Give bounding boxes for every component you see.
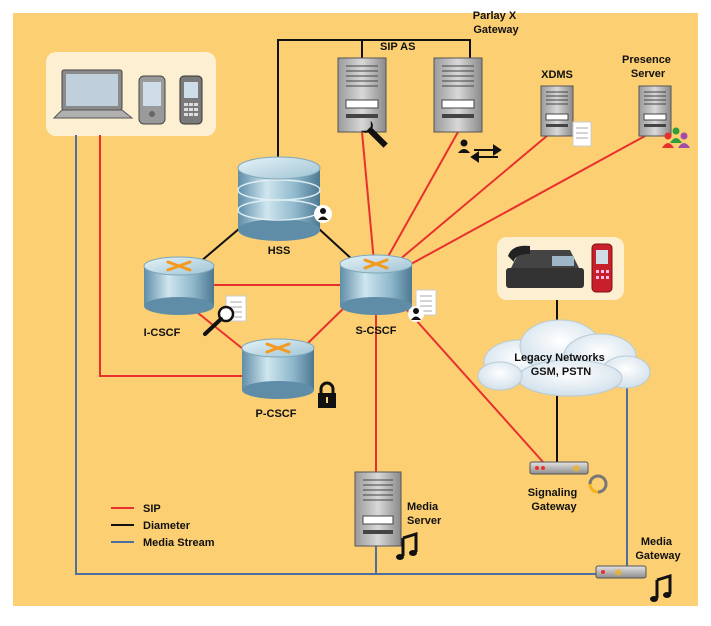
group-users-icon [662,127,690,148]
wrench-icon [360,120,388,148]
user-icon [314,205,332,223]
user-icon [408,306,424,322]
p-cscf-label: P-CSCF [256,408,297,420]
signaling-gateway-label: Signaling Gateway [528,487,581,513]
music-note-icon [396,531,418,560]
presence-server [638,85,672,137]
smartphone-icon [138,75,166,125]
legacy-networks-label: Legacy Networks GSM, PSTN [514,352,608,378]
xdms-label: XDMS [541,69,573,81]
p-cscf-node [241,338,315,399]
s-cscf-node [339,254,413,315]
media-stream-links [75,135,628,575]
media-gateway-device: ✳ [595,565,647,579]
signaling-gateway-device: ✳ [529,461,589,475]
media-server-label: Media Server [407,501,442,527]
i-cscf-node [143,256,215,315]
document-icon [572,121,592,147]
laptop-icon [52,69,134,119]
media-gateway-label: Media Gateway [635,536,681,562]
svg-text:✳: ✳ [614,568,623,579]
presence-server-label: Presence Server [622,54,674,80]
i-cscf-label: I-CSCF [144,327,181,339]
refresh-icon [588,474,608,494]
xdms-server [540,85,574,137]
legend-diameter: Diameter [143,520,191,532]
svg-text:✳: ✳ [572,464,581,475]
desk-phone-icon [506,245,584,288]
user-icon [458,139,470,153]
legend-sip: SIP [143,503,161,515]
music-note-icon [650,573,672,602]
lock-icon [318,381,336,408]
parlay-x-gateway-label: Parlay X Gateway [473,10,520,36]
media-server [354,471,402,547]
s-cscf-label: S-CSCF [356,325,397,337]
mobile-phone-icon [591,243,613,293]
sip-links [99,131,646,472]
magnifier-icon [203,305,235,336]
parlay-x-gateway-server [433,57,483,133]
exchange-arrows-icon [470,144,502,163]
diameter-links [199,39,558,462]
cloud-icon [477,319,651,397]
hss-node [237,156,321,241]
sip-as-server [337,57,387,133]
hss-label: HSS [268,245,291,257]
legend-media-stream: Media Stream [143,537,215,549]
mobile-phone-icon [179,75,203,125]
legend: SIP Diameter Media Stream [111,503,215,549]
sip-as-label: SIP AS [380,41,415,53]
